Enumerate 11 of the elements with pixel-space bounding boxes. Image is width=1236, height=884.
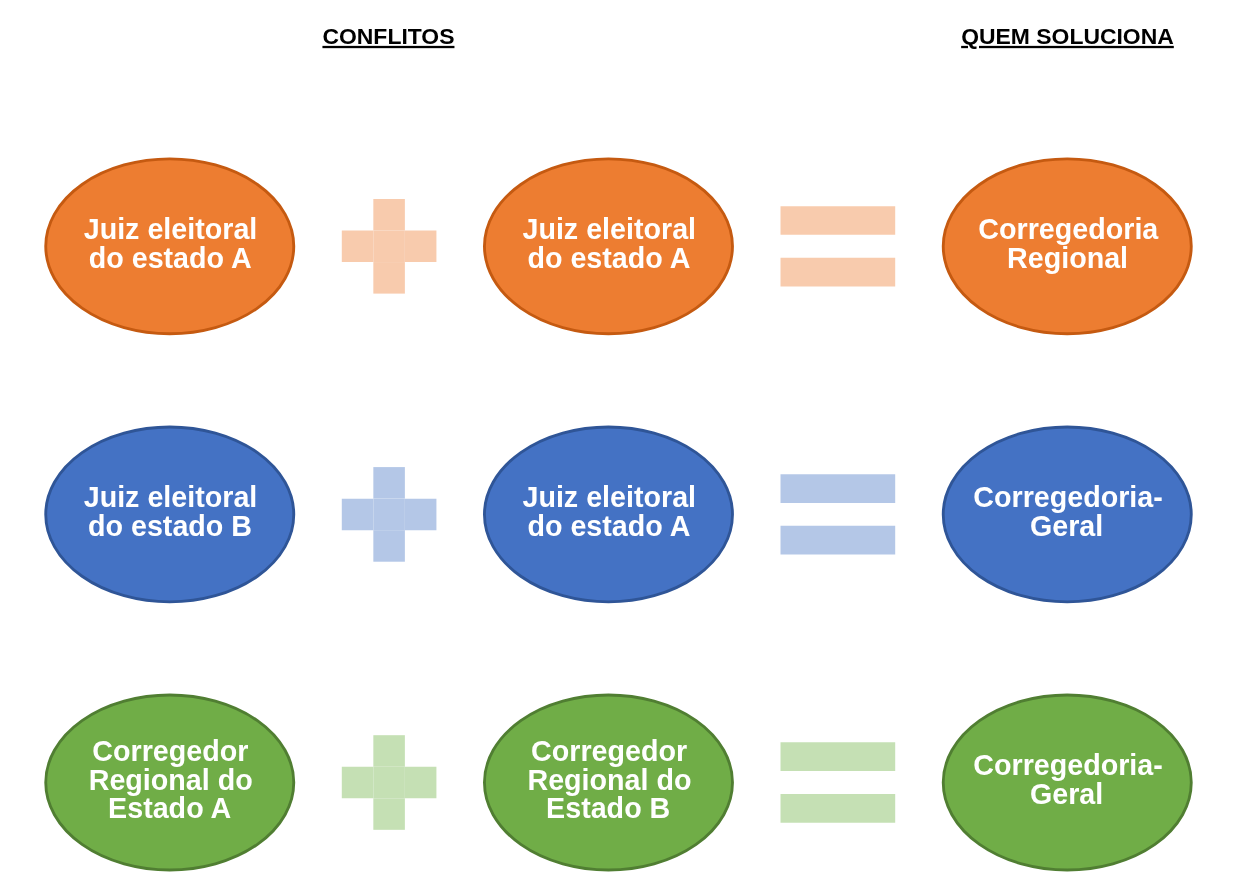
node-ellipse: Corregedor Regional do Estado A xyxy=(43,693,295,872)
node-ellipse: Corregedoria-Geral xyxy=(941,693,1193,872)
node-ellipse: Corregedor Regional do Estado B xyxy=(482,693,734,872)
node-ellipse: Juiz eleitoral do estado B xyxy=(43,425,295,604)
label: QUEM SOLUCIONA xyxy=(960,22,1174,49)
node-ellipse: Corregedoria Regional xyxy=(941,157,1193,336)
node-ellipse: Juiz eleitoral do estado A xyxy=(482,425,734,604)
node-ellipse: Juiz eleitoral do estado A xyxy=(43,157,295,336)
node-ellipse: Juiz eleitoral do estado A xyxy=(482,157,734,336)
label: CONFLITOS xyxy=(321,22,454,49)
node-ellipse: Corregedoria-Geral xyxy=(941,425,1193,604)
